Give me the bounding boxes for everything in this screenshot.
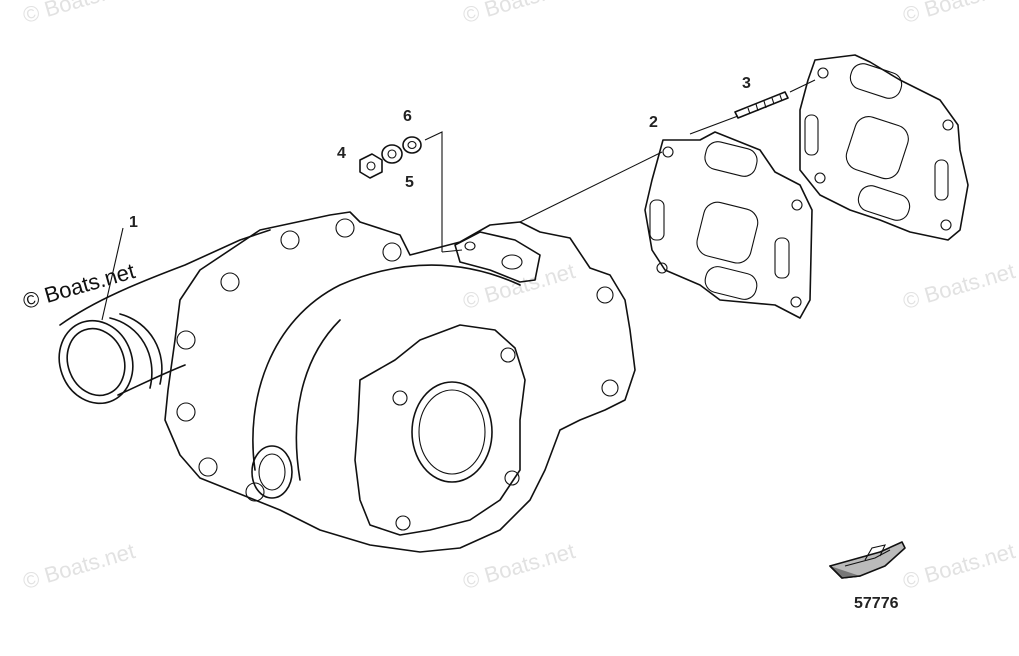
callout-4: 4 [337,145,346,162]
stud[interactable] [734,91,789,119]
figure-number: 57776 [854,595,899,612]
callout-5: 5 [405,174,414,191]
callout-2: 2 [649,114,658,131]
gasket[interactable] [644,131,813,319]
gasket-plate[interactable] [799,54,969,241]
callout-1: 1 [129,214,138,231]
pump-housing[interactable] [48,211,636,553]
leader-lines [101,79,816,321]
boat-icon [829,541,906,579]
lockwasher[interactable] [402,136,422,154]
callout-6: 6 [403,108,412,125]
washer[interactable] [381,144,403,164]
nut[interactable] [359,153,383,179]
callout-3: 3 [742,75,751,92]
